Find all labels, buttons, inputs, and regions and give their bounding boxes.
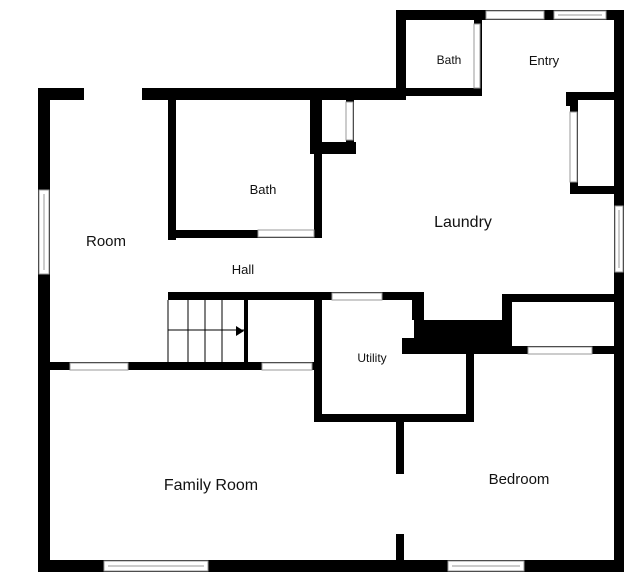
room-label-utility: Utility bbox=[357, 351, 386, 365]
windows bbox=[38, 10, 624, 572]
room-label-family-room: Family Room bbox=[164, 477, 258, 494]
room-label-bath-left: Bath bbox=[250, 182, 277, 197]
stair-arrow-icon bbox=[236, 326, 244, 336]
room-label-bedroom: Bedroom bbox=[489, 471, 550, 488]
room-label-bath-top: Bath bbox=[437, 53, 462, 67]
room-label-entry: Entry bbox=[529, 53, 560, 68]
room-labels: Bath Entry Bath Room Laundry Hall Utilit… bbox=[86, 53, 560, 494]
door-openings bbox=[84, 88, 404, 534]
interior-walls bbox=[38, 18, 622, 572]
staircase bbox=[167, 300, 244, 362]
room-label-hall: Hall bbox=[232, 262, 255, 277]
room-label-room: Room bbox=[86, 233, 126, 250]
room-label-laundry: Laundry bbox=[434, 214, 492, 231]
